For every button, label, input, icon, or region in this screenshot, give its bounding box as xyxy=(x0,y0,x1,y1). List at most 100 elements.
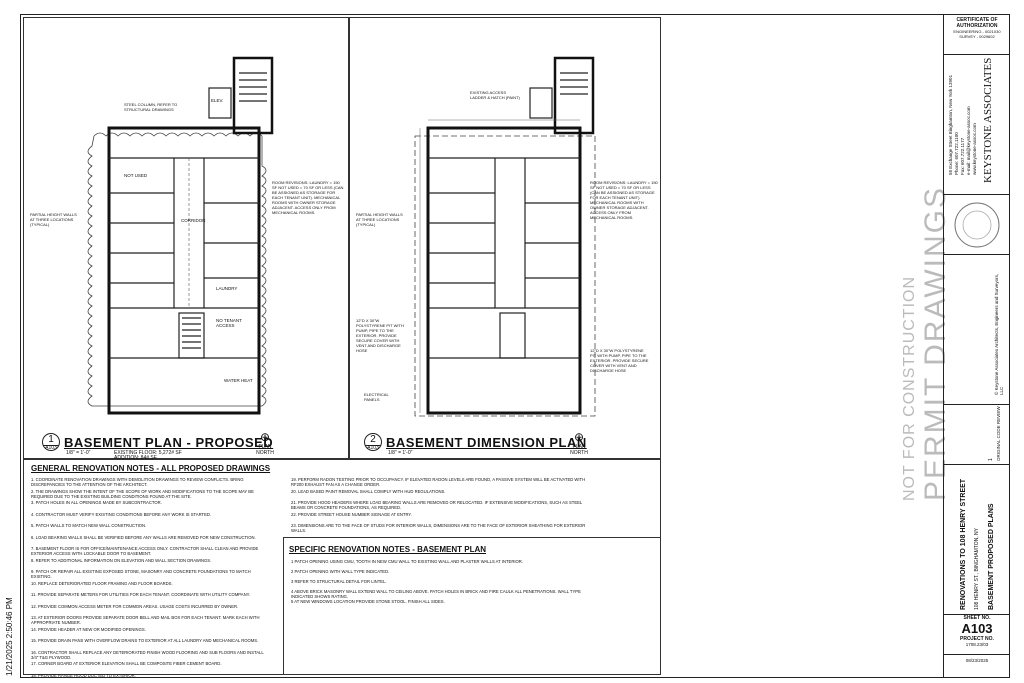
title-block: CERTIFICATE OF AUTHORIZATION ENGINEERING… xyxy=(943,15,1010,677)
firm-block: 58 Exchange Street Binghamton, New York … xyxy=(944,55,1010,195)
general-note-item: 20. LEAD BASED PAINT REMOVAL SHALL COMPL… xyxy=(291,488,446,494)
plan-1-number: 1 xyxy=(48,434,54,445)
cert-engineering: ENGINEERING - 0021030 xyxy=(953,29,1001,34)
general-note-item: 18. PROVIDE RANGE HOOD DUCTED TO EXTERIO… xyxy=(31,672,136,678)
seal-block xyxy=(944,195,1010,255)
plan-2-sheet-ref: A103 xyxy=(365,445,381,451)
sheet-number: A103 xyxy=(961,621,993,636)
general-note-item: 11. PROVIDE SEPARATE METERS FOR UTILITIE… xyxy=(31,592,251,597)
general-note-item: 17. CORNER BOARD AT EXTERIOR ELEVATION S… xyxy=(31,661,222,666)
firm-logo-name: KEYSTONE ASSOCIATES xyxy=(982,57,994,183)
north-label: PLAN NORTH xyxy=(256,444,274,456)
sheet-number-block: SHEET NO. A103 PROJECT NO. 1708.23/03 xyxy=(944,615,1010,655)
date-block: 08/23/2025 xyxy=(944,655,1010,677)
plan-1-sheet-ref: A103 xyxy=(43,445,59,451)
project-name: RENOVATIONS TO 108 HENRY STREET xyxy=(960,478,967,610)
north-arrow-icon-2: ⊕ xyxy=(573,430,585,444)
north-arrow-icon: ⊕ xyxy=(259,430,271,444)
firm-address: 58 Exchange Street Binghamton, New York … xyxy=(948,74,953,175)
specific-note-item: 1 PATCH OPENING USING CMU, TOOTH IN NEW … xyxy=(291,559,523,564)
specific-note-item: 5 AT NEW WINDOWS LOCATION PROVIDE STONE … xyxy=(291,599,445,604)
room-revisions-callout: ROOM REVISIONS: LAUNDRY = 150 SF NOT USE… xyxy=(272,180,344,215)
general-note-item: 6. LOAD BEARING WALLS SHALL BE VERIFIED … xyxy=(31,534,256,540)
plan-2-frame: EXISTING ACCESS LADDER & HATCH (PAINT) P… xyxy=(349,17,661,459)
corridor-label: CORRIDOR xyxy=(181,218,206,223)
general-note-item: 21. PROVIDE HOOD HEADERS WHERE LOAD BEAR… xyxy=(291,500,583,510)
general-note-item: 14. PROVIDE HEADER AT NEW OR MODIFIED OP… xyxy=(31,626,146,632)
water-heat-label: WATER HEAT xyxy=(224,378,253,383)
drawing-date: 08/23/2025 xyxy=(965,658,989,663)
general-note-item: 9. PATCH OR REPAIR ALL EXISTING EXPOSED … xyxy=(31,569,251,579)
firm-email: e-mail: mail@keystone-assoc.com xyxy=(966,106,971,175)
plan-1-area-note-2: ADDITION: 84# SF xyxy=(114,455,157,461)
no-tenant-access-label: NO TENANT ACCESS xyxy=(216,318,242,328)
general-note-item: 12. PROVIDE COMMON ACCESS METER FOR COMM… xyxy=(31,603,239,609)
general-note-item: 3. PATCH HOLES IN ALL OPENINGS MADE BY S… xyxy=(31,500,162,505)
plan-2-number-circle: 2 A103 xyxy=(364,433,382,451)
electrical-panels-callout: ELECTRICAL PANELS xyxy=(364,392,389,402)
basement-dimension-plan-drawing xyxy=(414,56,596,417)
general-note-item: 1. COORDINATE RENOVATION DRAWINGS WITH D… xyxy=(31,477,244,487)
general-note-item: 23. DIMENSIONS ARE TO THE FACE OF STUDS … xyxy=(291,523,586,533)
project-location: 108 HENRY ST., BINGHAMTON, NY xyxy=(974,528,980,610)
issue-number: 1 xyxy=(988,458,994,461)
polystyrene-pit-callout-2: 12"D X 30"W POLYSTYRENE PIT WITH PUMP, P… xyxy=(590,348,649,373)
not-used-label: NOT USED xyxy=(124,173,148,178)
plan-2-scale: 1/8" = 1'-0" xyxy=(388,450,413,456)
steel-column-callout: STEEL COLUMN, REFER TO STRUCTURAL DRAWIN… xyxy=(124,102,178,112)
general-note-item: 13. AT EXTERIOR DOORS PROVIDE SEPARATE D… xyxy=(31,615,260,625)
laundry-label: LAUNDRY xyxy=(216,286,238,291)
plan-1-title: BASEMENT PLAN - PROPOSED xyxy=(64,435,274,450)
issue-description: ORIGINAL CODE REVIEW xyxy=(996,406,1001,461)
specific-note-item: 3 REFER TO STRUCTURAL DETAIL FOR LINTEL. xyxy=(291,579,387,584)
plan-2-north-arrow: ⊕ PLAN NORTH xyxy=(564,430,594,456)
plan-1-north-arrow: ⊕ PLAN NORTH xyxy=(250,430,280,456)
drawing-title: BASEMENT PROPOSED PLANS xyxy=(988,503,995,610)
cert-title: CERTIFICATE OF AUTHORIZATION xyxy=(956,17,998,29)
project-no-label: PROJECT NO. xyxy=(960,636,994,642)
specific-notes-title: SPECIFIC RENOVATION NOTES - BASEMENT PLA… xyxy=(289,545,487,554)
firm-fax: Fax: 607.722.1177 xyxy=(960,137,965,175)
elevator-label: ELEV. xyxy=(211,98,224,103)
general-note-item: 8. REFER TO ADDITIONAL INFORMATION ON EL… xyxy=(31,557,212,563)
general-note-item: 15. PROVIDE DRAIN PANS WITH OVERFLOW DRA… xyxy=(31,638,259,643)
firm-web: www.keystone-assoc.com xyxy=(972,123,977,175)
firm-phone: Phone: 607.722.1100 xyxy=(954,132,959,175)
general-note-item: 7. BASEMENT FLOOR IS FOR OFFICE/MAINTENA… xyxy=(31,546,259,556)
general-note-item: 2. THE DRAWINGS SHOW THE INTENT OF THE S… xyxy=(31,488,254,499)
cert-survey: SURVEY - 0029602 xyxy=(959,34,995,39)
general-note-item: 10. REPLACE DETERIORATED FLOOR FRAMING A… xyxy=(31,580,173,586)
plan-1-scale: 1/8" = 1'-0" xyxy=(66,450,91,456)
watermark-line-1: NOT FOR CONSTRUCTION xyxy=(901,275,918,501)
basement-plan-proposed-drawing xyxy=(87,56,274,415)
revision-block: 1 ORIGINAL CODE REVIEW xyxy=(944,405,1010,465)
general-note-item: 22. PROVIDE STREET HOUSE NUMBER SIGNAGE … xyxy=(291,511,412,517)
plan-2-number: 2 xyxy=(370,434,376,445)
partial-walls-callout: PARTIAL HEIGHT WALLS AT THREE LOCATIONS … xyxy=(30,212,77,227)
room-revisions-callout-2: ROOM REVISIONS: LAUNDRY = 150 SF NOT USE… xyxy=(590,180,658,220)
general-notes-title: GENERAL RENOVATION NOTES - ALL PROPOSED … xyxy=(31,464,271,473)
plan-1-number-circle: 1 A103 xyxy=(42,433,60,451)
general-note-item: 4. CONTRACTOR MUST VERIFY EXISTING CONDI… xyxy=(31,511,212,517)
plan-1-area-note-1: EXISTING FLOOR: 5,272# SF xyxy=(114,450,182,456)
polystyrene-pit-callout: 12"D X 30"W POLYSTYRENE PIT WITH PUMP, P… xyxy=(356,318,404,353)
cert-block: CERTIFICATE OF AUTHORIZATION ENGINEERING… xyxy=(944,15,1010,55)
existing-access-callout: EXISTING ACCESS LADDER & HATCH (PAINT) xyxy=(470,90,520,100)
copyright-text: © Keystone Associates Architects, Engine… xyxy=(994,273,1004,395)
plan-1-frame: STEEL COLUMN, REFER TO STRUCTURAL DRAWIN… xyxy=(23,17,349,461)
partial-walls-callout-2: PARTIAL HEIGHT WALLS AT THREE LOCATIONS … xyxy=(356,212,403,227)
print-timestamp: 1/21/2025 2:50:46 PM xyxy=(5,597,14,676)
project-number: 1708.23/03 xyxy=(965,642,989,647)
project-title-block: RENOVATIONS TO 108 HENRY STREET 108 HENR… xyxy=(944,465,1010,615)
specific-note-item: 2 PATCH OPENING WITH WALL TYPE INDICATED… xyxy=(291,569,390,574)
professional-seal-icon xyxy=(954,202,1000,248)
drawing-sheet: STEEL COLUMN, REFER TO STRUCTURAL DRAWIN… xyxy=(20,14,1010,678)
general-note-item: 16. CONTRACTOR SHALL REPLACE ANY DETERIO… xyxy=(31,649,264,660)
specific-notes-box xyxy=(283,537,661,675)
north-label-2: PLAN NORTH xyxy=(570,444,588,456)
copyright-block: © Keystone Associates Architects, Engine… xyxy=(944,255,1010,405)
sheet-no-label: SHEET NO. xyxy=(963,615,991,621)
general-note-item: 19. PERFORM RADON TESTING PRIOR TO OCCUP… xyxy=(291,477,586,487)
general-note-item: 5. PATCH WALLS TO MATCH NEW WALL CONSTRU… xyxy=(31,523,147,528)
plan-2-title: BASEMENT DIMENSION PLAN xyxy=(386,435,587,450)
